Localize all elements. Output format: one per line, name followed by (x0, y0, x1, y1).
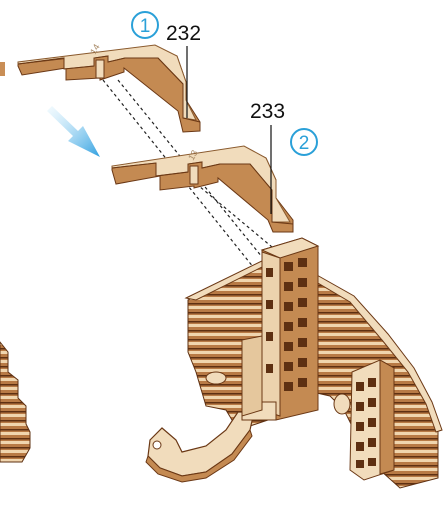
left-stack-fragment (0, 62, 30, 462)
step-2-number: 2 (299, 133, 310, 154)
part-233-label: 233 (250, 100, 285, 123)
part-232: 14 (18, 42, 200, 132)
main-assembly (146, 238, 442, 488)
part-232-label: 232 (166, 22, 201, 45)
step-1-number: 1 (140, 16, 151, 37)
insertion-arrow (47, 106, 100, 157)
